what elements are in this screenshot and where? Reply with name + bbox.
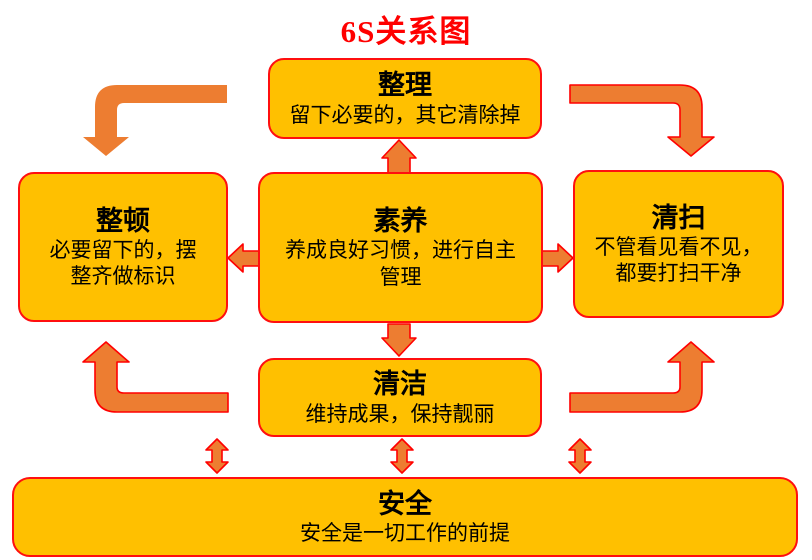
arrow-safety-link-center-icon xyxy=(390,438,414,474)
node-seiketsu-title: 清洁 xyxy=(373,369,427,400)
arrow-seiri-to-seiton-elbow-icon xyxy=(83,85,227,156)
page-title: 6S关系图 xyxy=(340,14,472,49)
node-seiton: 整顿 必要留下的，摆 整齐做标识 xyxy=(18,172,228,322)
arrow-seiketsu-to-seiso-elbow-icon xyxy=(569,341,715,413)
node-safety-desc: 安全是一切工作的前提 xyxy=(300,521,510,546)
node-seiri-desc: 留下必要的，其它清除掉 xyxy=(289,102,521,127)
node-seiso: 清扫 不管看见看不见， 都要打扫干净 xyxy=(573,170,784,318)
node-seiton-desc: 必要留下的，摆 整齐做标识 xyxy=(49,237,197,289)
node-shitsuke-desc: 养成良好习惯，进行自主 管理 xyxy=(285,238,516,289)
node-seiton-title: 整顿 xyxy=(96,205,150,236)
node-seiso-desc: 不管看见看不见， 都要打扫干净 xyxy=(594,234,763,286)
node-seiri: 整理 留下必要的，其它清除掉 xyxy=(268,58,542,139)
arrow-seiri-to-seiso-elbow-icon xyxy=(569,84,715,157)
node-seiketsu: 清洁 维持成果，保持靓丽 xyxy=(258,358,542,437)
arrow-seiketsu-to-seiton-elbow-icon xyxy=(82,341,229,413)
node-seiso-title: 清扫 xyxy=(651,202,706,233)
node-seiri-title: 整理 xyxy=(378,70,432,101)
arrow-safety-link-right-icon xyxy=(568,438,592,474)
node-safety: 安全 安全是一切工作的前提 xyxy=(12,477,798,557)
arrow-shitsuke-to-seiketsu-icon xyxy=(381,323,417,357)
arrow-safety-link-left-icon xyxy=(205,438,229,474)
node-shitsuke: 素养 养成良好习惯，进行自主 管理 xyxy=(258,172,543,323)
arrow-shitsuke-to-seiri-icon xyxy=(381,139,417,174)
node-shitsuke-title: 素养 xyxy=(373,206,428,237)
arrow-shitsuke-to-seiton-icon xyxy=(227,243,260,273)
arrow-shitsuke-to-seiso-icon xyxy=(541,243,574,273)
node-safety-title: 安全 xyxy=(378,488,432,519)
node-seiketsu-desc: 维持成果，保持靓丽 xyxy=(305,401,495,426)
